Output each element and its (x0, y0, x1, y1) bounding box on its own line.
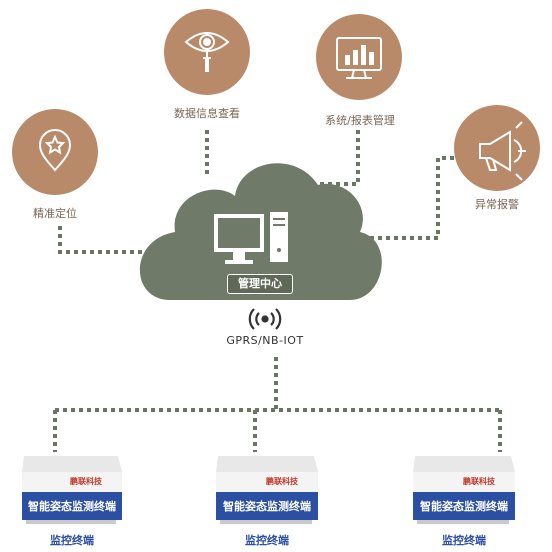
location-circle (12, 109, 98, 195)
star-pin-icon (38, 129, 72, 172)
device-3-brand: 鹏联科技 (463, 477, 495, 486)
megaphone-icon (479, 121, 526, 181)
device-box-3 (413, 456, 515, 524)
device-2-brand: 鹏联科技 (266, 477, 298, 486)
device-2-caption: 监控终端 (245, 534, 289, 547)
device-box-1 (22, 456, 122, 524)
connector-lines (53, 130, 502, 452)
computer-icon (214, 212, 288, 264)
device-3-caption: 监控终端 (442, 534, 486, 547)
location-label: 精准定位 (33, 207, 77, 220)
monitor-chart-icon (336, 37, 382, 79)
system-label: 系统/报表管理 (325, 114, 395, 127)
device-2-title: 智能姿态监测终端 (223, 500, 311, 513)
alarm-label: 异常报警 (475, 198, 519, 211)
device-3-title: 智能姿态监测终端 (420, 500, 508, 513)
network-label: GPRS/NB-IOT (226, 334, 304, 347)
system-circle (316, 14, 402, 100)
alarm-circle (454, 105, 540, 191)
wireless-signal-icon (248, 308, 282, 330)
device-1-title: 智能姿态监测终端 (28, 500, 116, 513)
connector-system (300, 130, 360, 186)
connector-alarm (365, 156, 470, 240)
device-box-2 (216, 456, 318, 524)
device-1-caption: 监控终端 (50, 534, 94, 547)
data-view-label: 数据信息查看 (174, 107, 240, 120)
hub-label: 管理中心 (227, 274, 293, 294)
connector-location (58, 226, 165, 254)
eye-magnifier-icon (184, 32, 230, 72)
device-1-brand: 鹏联科技 (70, 477, 102, 486)
